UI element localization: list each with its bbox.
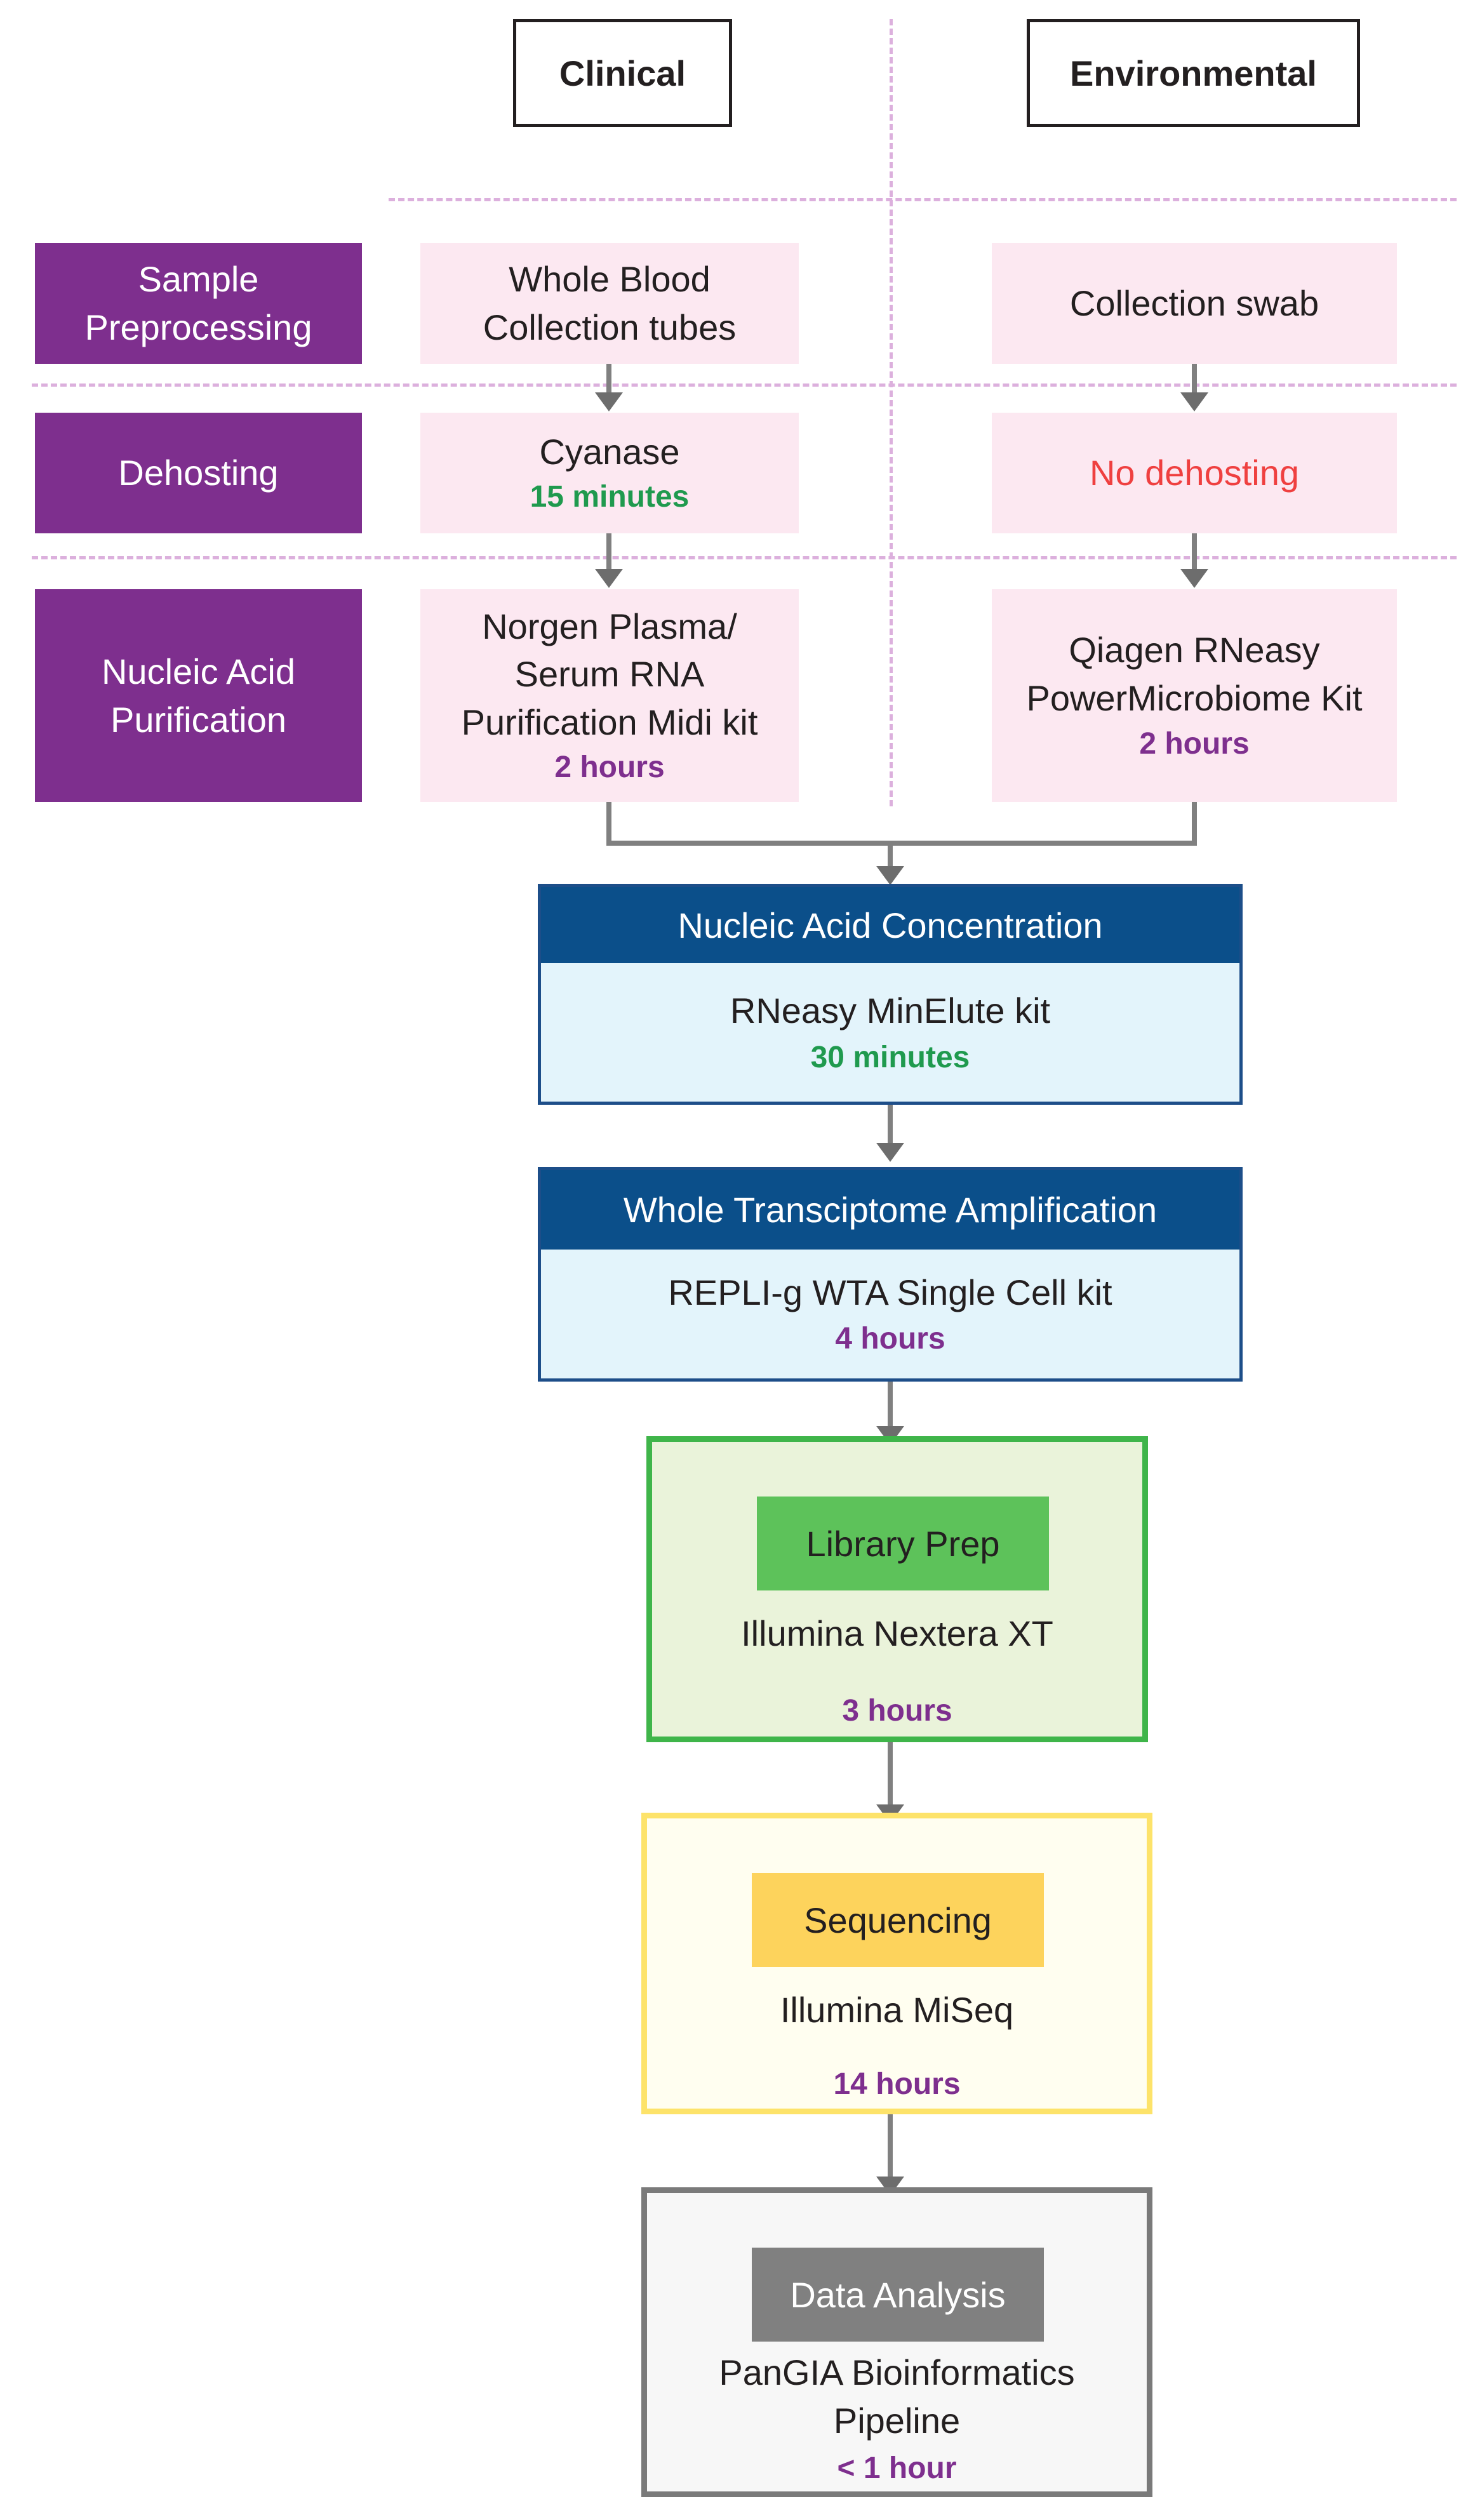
- amplification-header: Whole Transciptome Amplification: [541, 1170, 1239, 1250]
- environmental-header-label: Environmental: [1070, 53, 1317, 93]
- data-analysis-box: Data Analysis PanGIA Bioinformatics Pipe…: [641, 2187, 1152, 2497]
- clinical-purification-box: Norgen Plasma/ Serum RNA Purification Mi…: [420, 589, 799, 802]
- clinical-dehosting-time: 15 minutes: [530, 480, 690, 514]
- data-analysis-tool-line-1: PanGIA Bioinformatics: [719, 2352, 1075, 2392]
- clinical-purification-time: 2 hours: [554, 750, 665, 785]
- environmental-column-header: Environmental: [1027, 19, 1360, 127]
- connector-line: [606, 533, 611, 569]
- data-analysis-label-box: Data Analysis: [752, 2248, 1044, 2342]
- concentration-body: RNeasy MinElute kit 30 minutes: [541, 963, 1239, 1102]
- library-prep-box: Library Prep Illumina Nextera XT 3 hours: [646, 1436, 1148, 1742]
- environmental-purification-time: 2 hours: [1139, 726, 1250, 761]
- clinical-header-label: Clinical: [559, 53, 686, 93]
- stage-nucleic-acid-purification: Nucleic Acid Purification: [35, 589, 362, 802]
- environmental-purification-line-2: PowerMicrobiome Kit: [1026, 677, 1363, 718]
- amplification-body: REPLI-g WTA Single Cell kit 4 hours: [541, 1250, 1239, 1378]
- amplification-kit: REPLI-g WTA Single Cell kit: [668, 1272, 1112, 1312]
- connector-line: [606, 802, 611, 844]
- clinical-purification-line-3: Purification Midi kit: [461, 702, 758, 742]
- environmental-dehosting-label: No dehosting: [1089, 453, 1299, 493]
- concentration-kit: RNeasy MinElute kit: [730, 990, 1051, 1031]
- row-divider-1: [32, 383, 1457, 387]
- connector-line: [888, 1742, 893, 1804]
- concentration-header: Nucleic Acid Concentration: [541, 887, 1239, 963]
- environmental-purification-line-1: Qiagen RNeasy: [1069, 630, 1320, 670]
- arrow-down-icon: [595, 569, 623, 588]
- clinical-dehosting-name: Cyanase: [539, 431, 680, 472]
- clinical-column-header: Clinical: [513, 19, 732, 127]
- connector-line: [1192, 802, 1197, 844]
- connector-line: [888, 2114, 893, 2177]
- arrow-down-icon: [1180, 392, 1208, 411]
- arrow-down-icon: [1180, 569, 1208, 588]
- sequencing-time: 14 hours: [833, 2067, 961, 2101]
- data-analysis-time: < 1 hour: [837, 2451, 957, 2485]
- clinical-purification-line-1: Norgen Plasma/: [482, 606, 737, 646]
- stage-sample-preprocessing-line-1: Sample: [138, 259, 259, 300]
- connector-line: [606, 364, 611, 392]
- stage-sample-preprocessing: Sample Preprocessing: [35, 243, 362, 364]
- clinical-dehosting-box: Cyanase 15 minutes: [420, 413, 799, 533]
- environmental-preprocessing-box: Collection swab: [992, 243, 1397, 364]
- nucleic-acid-concentration-box: Nucleic Acid Concentration RNeasy MinElu…: [538, 884, 1243, 1105]
- amplification-title: Whole Transciptome Amplification: [623, 1190, 1158, 1230]
- connector-line: [1192, 533, 1197, 569]
- concentration-time: 30 minutes: [810, 1040, 970, 1074]
- sequencing-label-box: Sequencing: [752, 1873, 1044, 1967]
- connector-line: [888, 1382, 893, 1426]
- library-prep-time: 3 hours: [842, 1694, 952, 1728]
- data-analysis-tool-line-2: Pipeline: [833, 2400, 961, 2441]
- clinical-purification-line-2: Serum RNA: [514, 654, 705, 695]
- environmental-preprocessing-label: Collection swab: [1069, 283, 1319, 324]
- stage-purification-line-1: Nucleic Acid: [101, 651, 296, 691]
- sequencing-kit: Illumina MiSeq: [780, 1990, 1014, 2030]
- connector-line: [888, 1105, 893, 1143]
- column-divider: [890, 19, 893, 806]
- sequencing-label: Sequencing: [804, 1900, 992, 1940]
- clinical-preprocessing-line-2: Collection tubes: [483, 307, 737, 347]
- stage-sample-preprocessing-line-2: Preprocessing: [84, 307, 312, 347]
- data-analysis-tool: PanGIA Bioinformatics Pipeline: [647, 2349, 1147, 2444]
- arrow-down-icon: [595, 392, 623, 411]
- stage-purification-line-2: Purification: [110, 699, 287, 740]
- environmental-dehosting-box: No dehosting: [992, 413, 1397, 533]
- library-prep-label: Library Prep: [806, 1523, 1000, 1564]
- connector-line: [1192, 364, 1197, 392]
- row-divider-top: [389, 198, 1457, 201]
- amplification-time: 4 hours: [835, 1322, 945, 1356]
- whole-transcriptome-amplification-box: Whole Transciptome Amplification REPLI-g…: [538, 1167, 1243, 1382]
- arrow-down-icon: [876, 866, 904, 885]
- environmental-purification-box: Qiagen RNeasy PowerMicrobiome Kit 2 hour…: [992, 589, 1397, 802]
- concentration-title: Nucleic Acid Concentration: [677, 905, 1103, 945]
- library-prep-kit: Illumina Nextera XT: [741, 1613, 1053, 1653]
- sequencing-box: Sequencing Illumina MiSeq 14 hours: [641, 1813, 1152, 2114]
- stage-dehosting-label: Dehosting: [118, 453, 279, 493]
- arrow-down-icon: [876, 1143, 904, 1162]
- merge-line: [606, 841, 1197, 846]
- row-divider-2: [32, 556, 1457, 559]
- data-analysis-label: Data Analysis: [790, 2274, 1006, 2315]
- clinical-preprocessing-line-1: Whole Blood: [509, 259, 711, 300]
- connector-line: [888, 841, 893, 866]
- stage-dehosting: Dehosting: [35, 413, 362, 533]
- clinical-preprocessing-box: Whole Blood Collection tubes: [420, 243, 799, 364]
- library-prep-label-box: Library Prep: [757, 1497, 1049, 1590]
